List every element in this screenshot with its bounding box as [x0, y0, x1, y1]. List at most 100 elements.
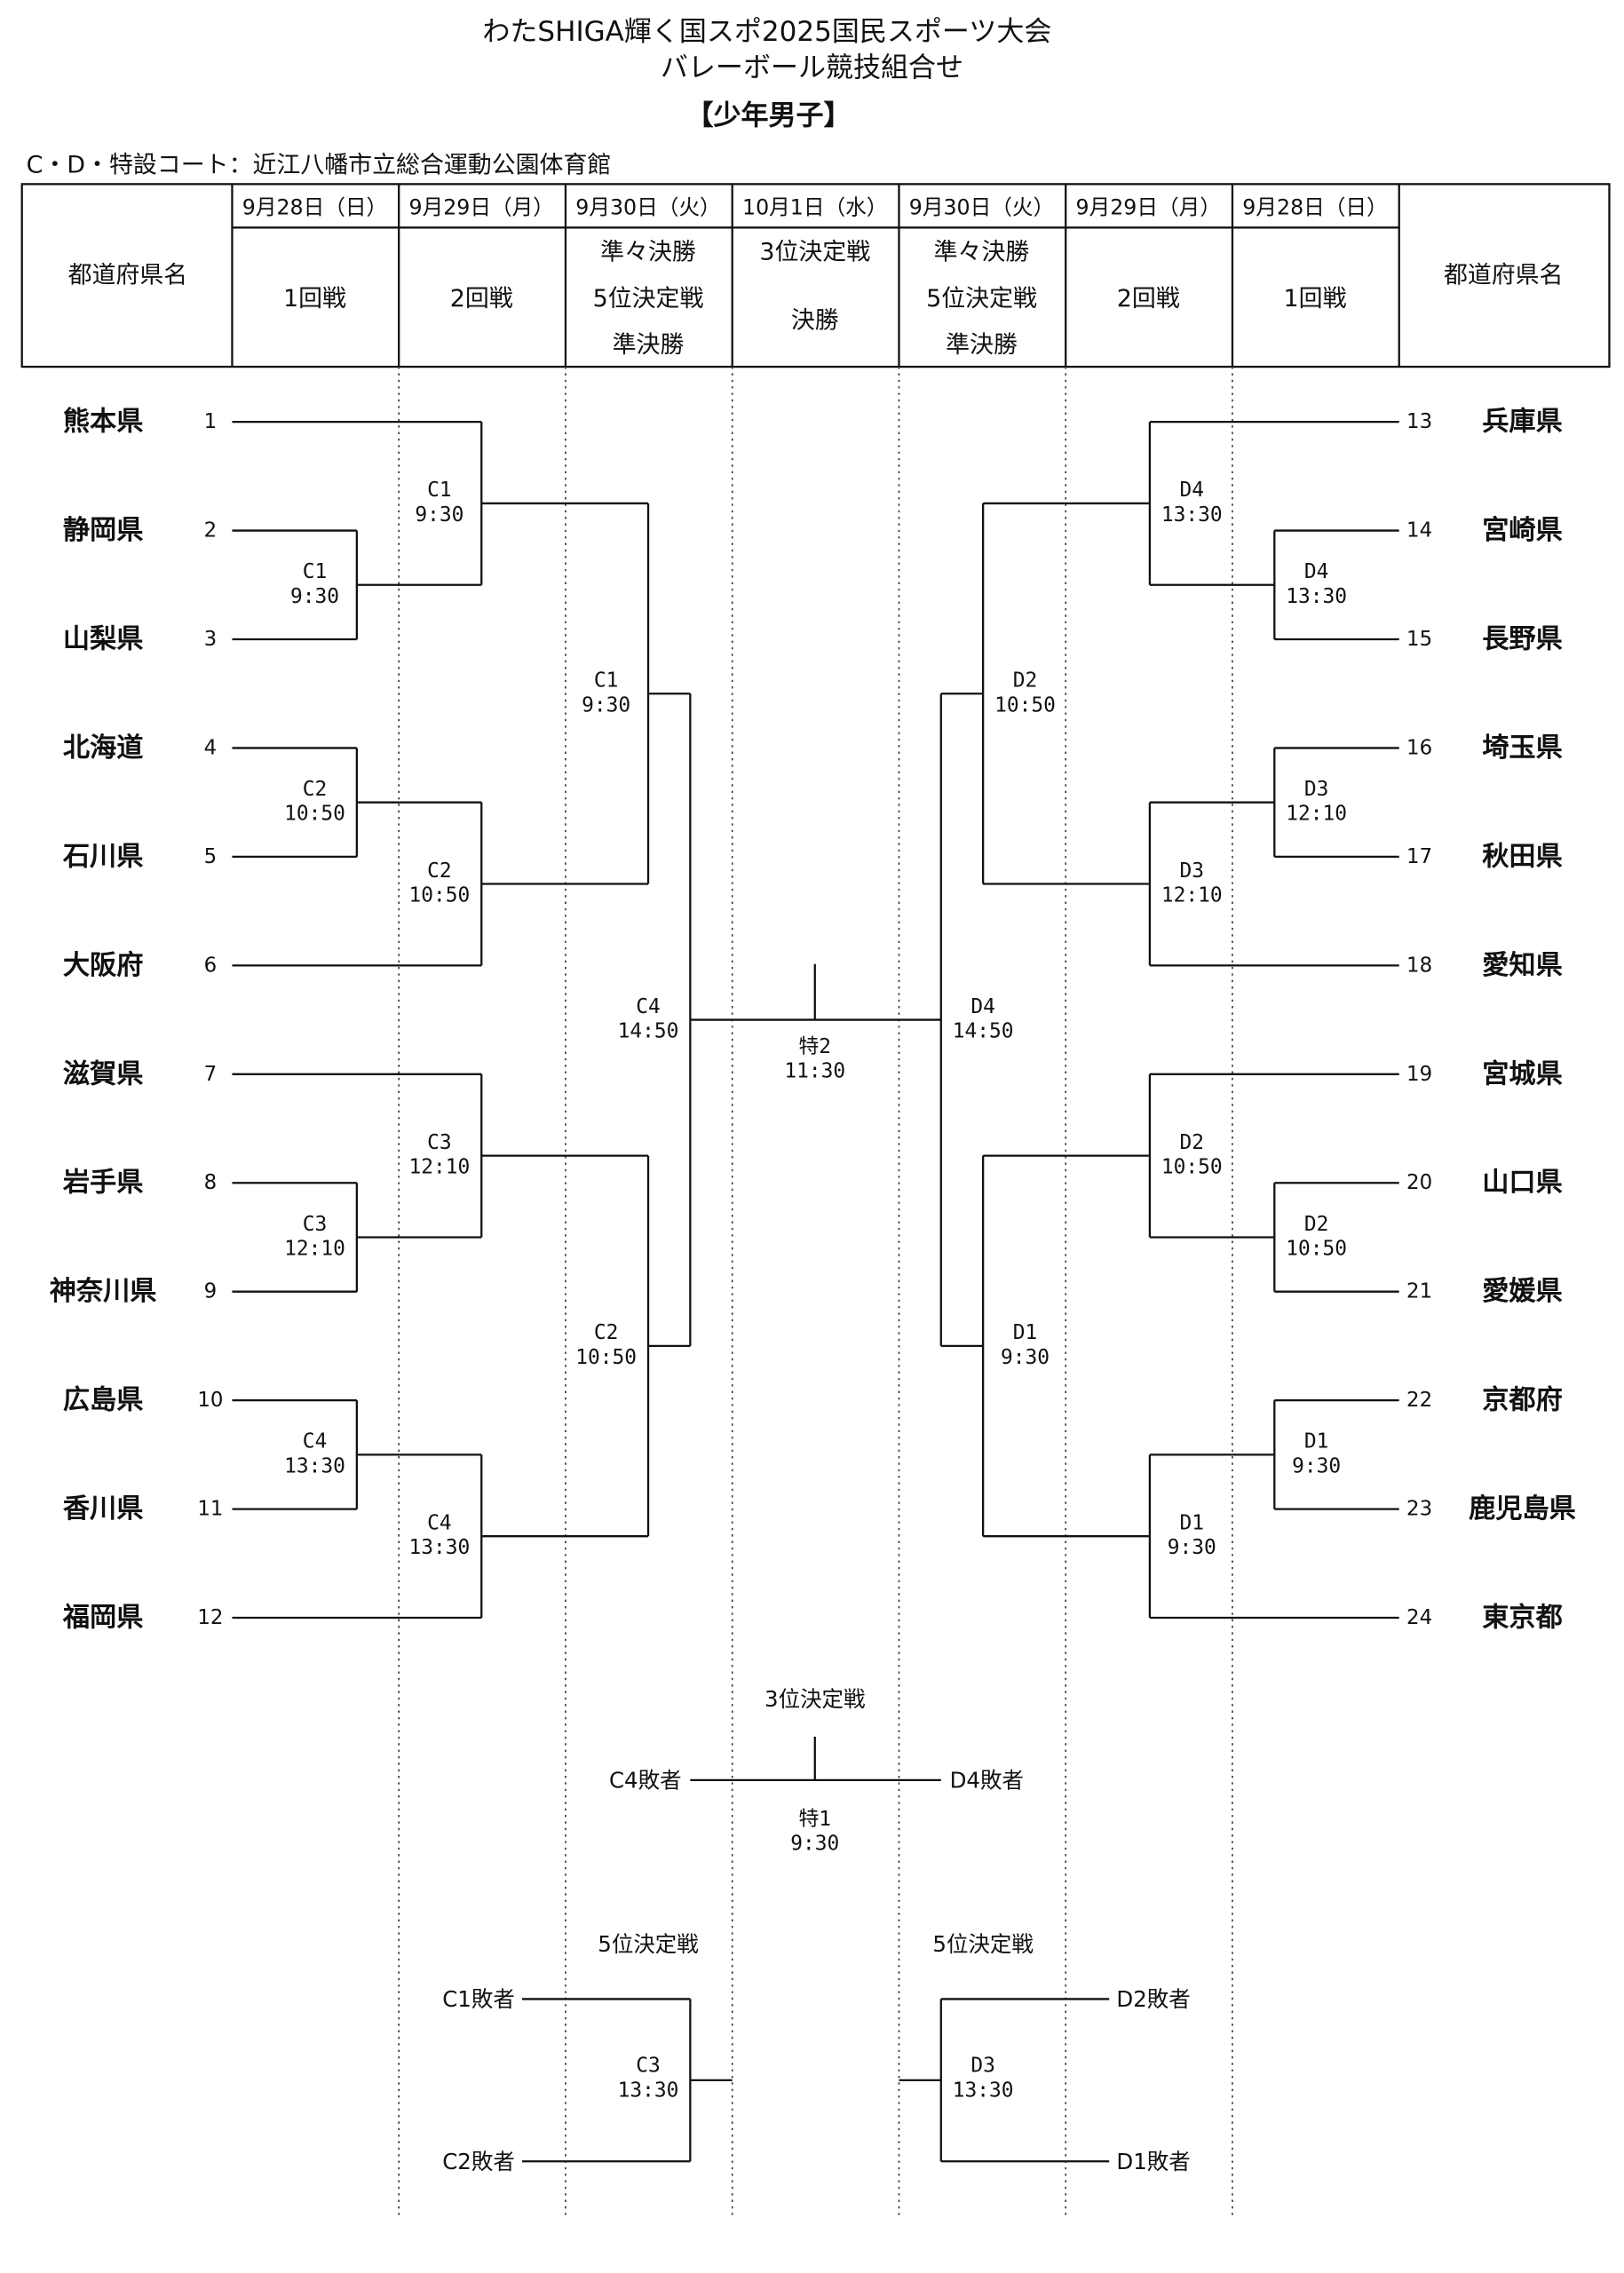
fifth-place-heading: 5位決定戦 — [932, 1931, 1033, 1957]
match-code: D4 — [970, 995, 995, 1018]
round-name: 準決勝 — [613, 331, 685, 359]
match-time: 10:50 — [1286, 1238, 1347, 1261]
prefecture-name: 鹿児島県 — [1469, 1493, 1576, 1525]
match-code: 特1 — [798, 1808, 831, 1831]
match-code: C3 — [427, 1131, 452, 1154]
draw-number: 6 — [204, 954, 218, 977]
match-label: C19:30 — [415, 479, 463, 527]
match-time: 10:50 — [284, 803, 345, 826]
match-code: C4 — [636, 995, 661, 1018]
draw-number: 7 — [204, 1063, 218, 1086]
match-code: 特2 — [798, 1035, 831, 1058]
match-code: C4 — [303, 1430, 328, 1453]
header-column-7: 9月28日（日） 1回戦 — [1242, 194, 1387, 312]
prefecture-name: 福岡県 — [62, 1603, 144, 1634]
loser-slot-label: C2敗者 — [442, 2149, 515, 2174]
match-date: 9月28日（日） — [1242, 194, 1387, 219]
loser-slot-label: D2敗者 — [1116, 1986, 1190, 2012]
prefecture-name: 山口県 — [1482, 1168, 1563, 1199]
prefecture-name: 広島県 — [63, 1385, 144, 1416]
match-time: 9:30 — [1001, 1346, 1050, 1369]
draw-number: 19 — [1406, 1063, 1432, 1086]
match-time: 13:30 — [618, 2079, 679, 2102]
prefecture-name: 岩手県 — [63, 1168, 144, 1199]
match-code: D2 — [1013, 669, 1038, 693]
match-label: 特19:30 — [790, 1808, 839, 1856]
match-time: 12:10 — [1161, 884, 1223, 907]
team-entry: 20 山口県 — [1406, 1168, 1563, 1199]
draw-number: 20 — [1406, 1171, 1432, 1194]
match-time: 9:30 — [582, 693, 630, 717]
match-code: D3 — [1304, 778, 1329, 801]
round-name: 準決勝 — [946, 331, 1018, 359]
prefecture-name: 愛媛県 — [1482, 1276, 1563, 1307]
match-code: D4 — [1304, 560, 1329, 583]
draw-number: 18 — [1406, 954, 1432, 977]
match-code: D3 — [1179, 859, 1204, 883]
prefecture-name: 愛知県 — [1482, 950, 1563, 981]
prefecture-name: 宮崎県 — [1482, 515, 1563, 546]
header-column-6: 9月29日（月）2回戦 — [1076, 194, 1221, 312]
prefecture-name: 京都府 — [1482, 1384, 1563, 1416]
match-code: D1 — [1013, 1321, 1038, 1344]
round-name: 3位決定戦 — [759, 239, 870, 266]
match-label: D19:30 — [1292, 1430, 1341, 1478]
match-time: 13:30 — [1286, 585, 1347, 608]
document-title-block: わたSHIGA輝く国スポ2025国民スポーツ大会 バレーボール競技組合せ 【少年… — [27, 16, 1052, 179]
match-label: C19:30 — [290, 560, 339, 608]
match-code: C1 — [303, 560, 328, 583]
draw-number: 2 — [204, 519, 218, 543]
match-time: 13:30 — [284, 1454, 345, 1477]
match-code: D3 — [970, 2055, 995, 2078]
prefecture-name: 宮城県 — [1482, 1058, 1563, 1089]
match-code: C4 — [427, 1512, 452, 1535]
match-label: C19:30 — [582, 669, 630, 717]
match-time: 9:30 — [1292, 1454, 1341, 1477]
round-name: 決勝 — [791, 306, 839, 334]
sport-subtitle: バレーボール競技組合せ — [661, 52, 963, 84]
team-entry: 18 愛知県 — [1406, 950, 1563, 981]
right-prefecture-column-heading: 都道府県名 — [1444, 262, 1564, 289]
prefecture-name: 兵庫県 — [1482, 407, 1563, 438]
match-code: D4 — [1179, 479, 1204, 502]
team-entry: 大阪府 6 — [63, 949, 217, 981]
match-time: 13:30 — [1161, 503, 1223, 527]
draw-number: 9 — [204, 1280, 218, 1303]
round-name: 1回戦 — [1284, 285, 1347, 313]
match-time: 10:50 — [1161, 1156, 1223, 1179]
prefecture-name: 秋田県 — [1482, 841, 1563, 872]
match-time: 12:10 — [409, 1156, 471, 1179]
prefecture-name: 滋賀県 — [63, 1058, 144, 1089]
prefecture-name: 埼玉県 — [1482, 733, 1563, 764]
match-code: D1 — [1304, 1430, 1329, 1453]
prefecture-name: 大阪府 — [63, 949, 144, 981]
match-code: C1 — [594, 669, 619, 693]
team-entry: 滋賀県 7 — [63, 1058, 217, 1089]
match-time: 12:10 — [284, 1238, 345, 1261]
draw-number: 1 — [204, 410, 218, 433]
